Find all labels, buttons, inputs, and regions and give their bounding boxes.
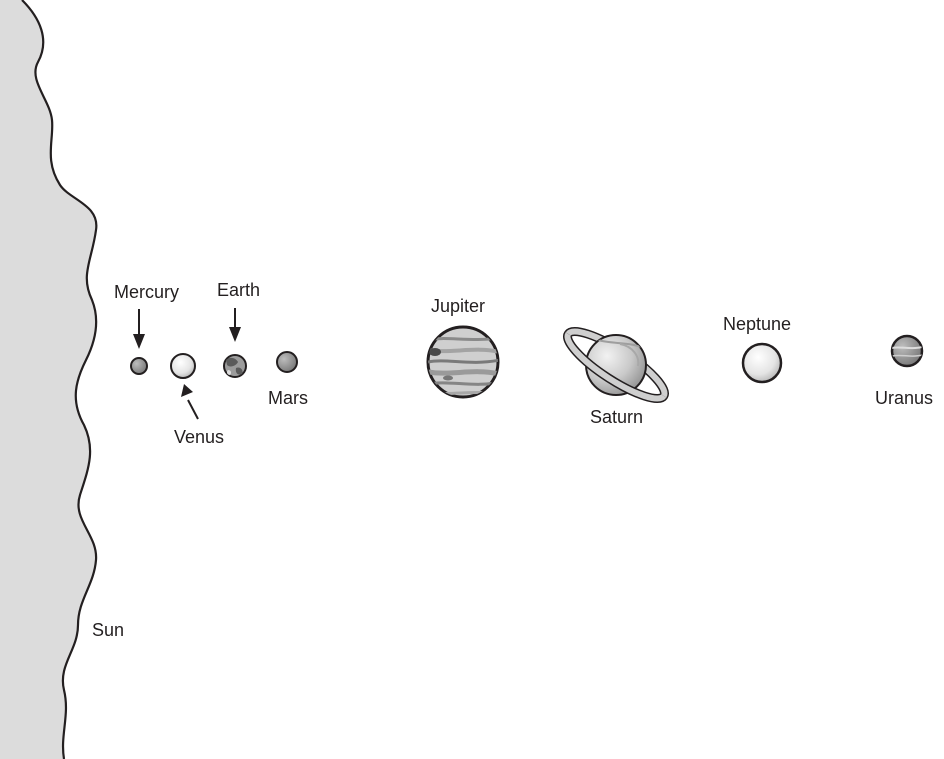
uranus-label: Uranus — [875, 388, 933, 408]
planet-neptune: Neptune — [723, 314, 791, 382]
venus-pointer-arrow — [181, 384, 198, 419]
neptune-body — [743, 344, 781, 382]
venus-label: Venus — [174, 427, 224, 447]
venus-body — [171, 354, 195, 378]
planet-saturn: Saturn — [560, 321, 672, 427]
neptune-label: Neptune — [723, 314, 791, 334]
saturn-label: Saturn — [590, 407, 643, 427]
planet-earth: Earth — [217, 280, 260, 377]
mercury-label: Mercury — [114, 282, 179, 302]
sun-body — [0, 0, 96, 759]
sun-label: Sun — [92, 620, 124, 640]
planet-uranus: Uranus — [875, 336, 933, 408]
planet-mercury: Mercury — [114, 282, 179, 374]
earth-body — [224, 355, 246, 377]
mercury-pointer-arrow — [133, 309, 145, 349]
planet-jupiter: Jupiter — [428, 296, 500, 397]
mars-body — [277, 352, 297, 372]
earth-pointer-arrow — [229, 308, 241, 342]
planet-venus: Venus — [171, 354, 224, 447]
planet-mars: Mars — [268, 352, 308, 408]
jupiter-label: Jupiter — [431, 296, 485, 316]
mercury-body — [131, 358, 147, 374]
earth-label: Earth — [217, 280, 260, 300]
uranus-body — [892, 336, 922, 366]
mars-label: Mars — [268, 388, 308, 408]
sun: Sun — [0, 0, 124, 759]
